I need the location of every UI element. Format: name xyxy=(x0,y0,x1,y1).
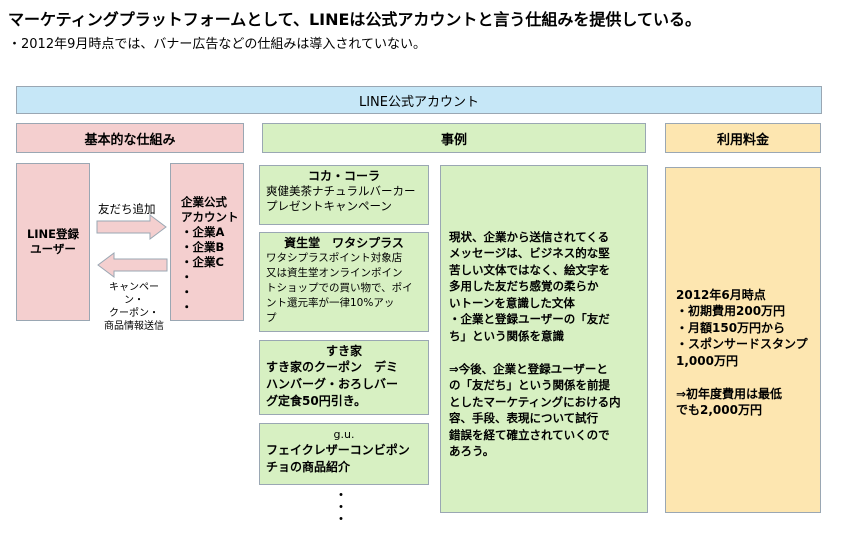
column-header-basic-label: 基本的な仕組み xyxy=(84,132,176,148)
column-header-basic: 基本的な仕組み xyxy=(16,123,244,153)
fees-text: 2012年6月時点 ・初期費用200万円 ・月額150万円から ・スポンサードス… xyxy=(676,287,808,418)
column-header-cases-label: 事例 xyxy=(440,132,467,148)
case-shiseido-title: 資生堂 ワタシプラス xyxy=(284,236,404,250)
line-official-account-band: LINE公式アカウント xyxy=(16,86,822,114)
add-friend-label: 友だち追加 xyxy=(98,202,156,216)
case-sukiya-title: すき家 xyxy=(325,344,362,358)
case-shiseido: 資生堂 ワタシプラス ワタシプラスポイント対象店 又は資生堂オンラインポイン ト… xyxy=(259,232,429,332)
page-subtitle: ・2012年9月時点では、バナー広告などの仕組みは導入されていない。 xyxy=(8,37,426,52)
case-gu: g.u. フェイクレザーコンビポン チョの商品紹介 xyxy=(259,423,429,485)
case-coca-cola-title: コカ・コーラ xyxy=(307,169,380,183)
case-gu-body: フェイクレザーコンビポン チョの商品紹介 xyxy=(266,443,410,474)
line-user-box: LINE登録 ユーザー xyxy=(16,163,90,321)
company-account-label: 企業公式 アカウント ・企業A ・企業B ・企業C ・ ・ ・ xyxy=(181,195,239,314)
case-description-text: 現状、企業から送信されてくる メッセージは、ビジネス的な堅 苦しい文体ではなく、… xyxy=(449,229,621,459)
case-coca-cola-body: 爽健美茶ナチュラルバーカー プレゼントキャンペーン xyxy=(266,184,416,213)
case-coca-cola: コカ・コーラ 爽健美茶ナチュラルバーカー プレゼントキャンペーン xyxy=(259,165,429,225)
fees-box: 2012年6月時点 ・初期費用200万円 ・月額150万円から ・スポンサードス… xyxy=(665,167,821,513)
case-shiseido-body: ワタシプラスポイント対象店 又は資生堂オンラインポイン トショップでの買い物で、… xyxy=(266,252,413,324)
company-account-box: 企業公式 アカウント ・企業A ・企業B ・企業C ・ ・ ・ xyxy=(170,163,244,321)
column-header-fees: 利用料金 xyxy=(665,123,821,153)
column-header-fees-label: 利用料金 xyxy=(716,132,769,148)
case-description-box: 現状、企業から送信されてくる メッセージは、ビジネス的な堅 苦しい文体ではなく、… xyxy=(440,165,648,513)
arrow-left-icon xyxy=(97,252,168,278)
more-cases-dots: ・ ・ ・ xyxy=(334,488,348,528)
band-label: LINE公式アカウント xyxy=(358,94,479,110)
line-user-label: LINE登録 ユーザー xyxy=(26,227,80,256)
case-gu-title: g.u. xyxy=(333,428,355,441)
page-title: マーケティングプラットフォームとして、LINEは公式アカウントと言う仕組みを提供… xyxy=(8,10,701,29)
case-sukiya-body: すき家のクーポン デミ ハンバーグ・おろしバー グ定食50円引き。 xyxy=(266,360,399,408)
arrow-right-icon xyxy=(96,214,167,240)
campaign-coupon-label: キャンペーン・ クーポン・ 商品情報送信 xyxy=(104,282,164,332)
column-header-cases: 事例 xyxy=(262,123,646,153)
case-sukiya: すき家 すき家のクーポン デミ ハンバーグ・おろしバー グ定食50円引き。 xyxy=(259,340,429,415)
